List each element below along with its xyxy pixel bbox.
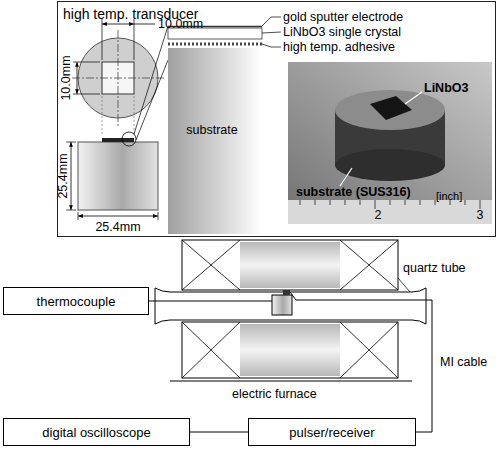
dimension-line [77, 62, 78, 94]
connector-layer [190, 432, 248, 433]
side-view [66, 26, 168, 220]
projection-line [102, 96, 103, 136]
leader-line [262, 32, 281, 33]
substrate-side-view [78, 142, 158, 210]
projection-line [134, 96, 135, 136]
furnace-block [182, 322, 398, 378]
device-box: digital oscilloscope [3, 418, 190, 446]
connector-line [190, 432, 248, 433]
zoom-circle [122, 132, 136, 146]
dimension-line [71, 142, 72, 210]
sample [272, 295, 292, 315]
leader-line [262, 17, 281, 26]
furnace-cross [182, 240, 398, 290]
layer-label: gold sputter electrode [283, 11, 403, 24]
ruler [288, 200, 492, 224]
node-text: pulser/receiver [289, 425, 374, 440]
part-label: MI cable [440, 356, 487, 369]
dimension-line [78, 216, 158, 217]
thermocouple-wire [149, 301, 272, 302]
device-box: pulser/receiver [248, 418, 416, 446]
cross-section [168, 17, 281, 234]
part-label: electric furnace [232, 388, 317, 401]
photo-background [288, 62, 492, 224]
sample-wires [149, 290, 432, 432]
ruler-number: 2 [375, 209, 382, 222]
dimension-label: 25.4mm [95, 221, 140, 234]
device-box: thermocouple [3, 287, 149, 315]
extension-line [102, 19, 103, 60]
dimension-label: 10.0mm [158, 18, 203, 31]
furnace-heater [240, 324, 340, 376]
top-view [72, 19, 164, 136]
photo-label: substrate (SUS316) [296, 186, 411, 199]
unit-label: [inch] [436, 191, 462, 202]
part-label: substrate [186, 124, 237, 137]
photo-substrate [335, 149, 445, 181]
ruler-number: 3 [477, 209, 484, 222]
extension-line [134, 19, 135, 60]
photo-substrate [335, 90, 445, 130]
furnace-base [170, 381, 412, 382]
dimension-label: 10.0mm [60, 55, 73, 100]
leader-line [134, 24, 155, 25]
zoom-line [134, 26, 168, 134]
furnace-heater [240, 242, 340, 288]
photo-label: LiNbO3 [424, 82, 468, 95]
pointer-arrow [340, 168, 352, 186]
leader-line [262, 44, 281, 47]
dimension-label: 25.4mm [57, 153, 70, 198]
pointer-arrow [405, 92, 422, 104]
layer-label: high temp. adhesive [283, 41, 395, 54]
layer-label: LiNbO3 single crystal [283, 26, 401, 39]
substrate-section [168, 48, 262, 234]
center-line [118, 30, 119, 126]
zoom-line [136, 60, 168, 140]
leader-line [398, 278, 410, 292]
furnace [155, 240, 426, 381]
node-text: thermocouple [37, 294, 116, 309]
mi-cable [290, 292, 432, 432]
inset-frame: high temp. transducer [57, 1, 496, 237]
photo-crystal [370, 96, 412, 120]
furnace-block [182, 240, 398, 290]
node-text: digital oscilloscope [42, 425, 150, 440]
furnace-cross [182, 322, 398, 378]
crystal-side-view [102, 138, 134, 142]
part-label: quartz tube [403, 262, 466, 275]
dimension-line [102, 24, 134, 25]
sample-transducer [283, 290, 290, 295]
photo [288, 62, 492, 224]
adhesive-layer [168, 43, 262, 46]
